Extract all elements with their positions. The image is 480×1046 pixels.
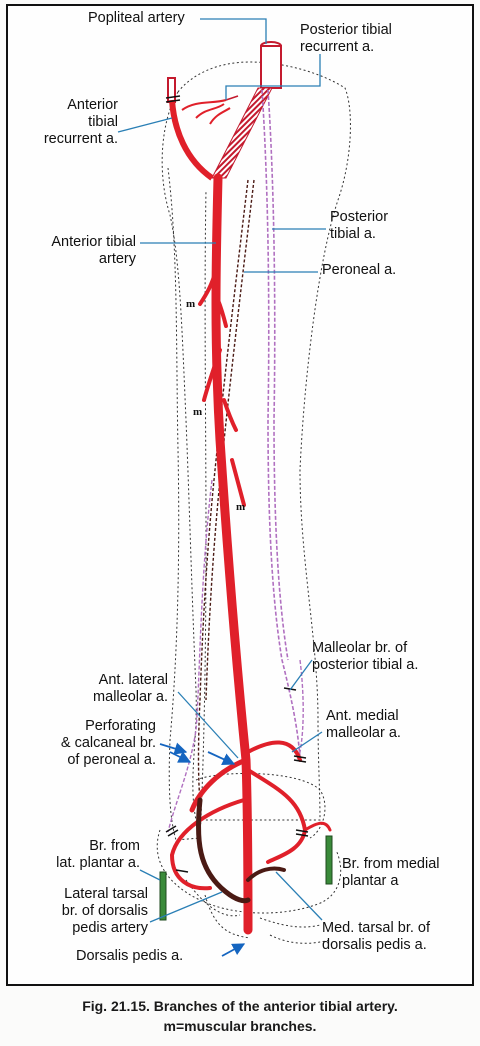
label-dorsalis-pedis: Dorsalis pedis a. xyxy=(76,948,183,965)
label-br-lateral-plantar: Br. from lat. plantar a. xyxy=(14,838,140,872)
label-anterior-tibial-recurrent: Anterior tibial recurrent a. xyxy=(14,97,118,148)
label-br-medial-plantar: Br. from medial plantar a xyxy=(342,856,440,890)
pointer-ant-med-mall xyxy=(292,732,322,752)
label-posterior-tibial: Posterior tibial a. xyxy=(330,209,388,243)
posterior-tibial-vessel xyxy=(262,90,300,758)
label-lateral-tarsal: Lateral tarsal br. of dorsalis pedis art… xyxy=(14,886,148,937)
medial-loop xyxy=(248,770,305,862)
bone-outlines xyxy=(157,62,350,943)
pointer-ant-lat-mall xyxy=(178,692,238,758)
label-medial-tarsal: Med. tarsal br. of dorsalis pedis a. xyxy=(322,920,430,954)
fibula-outline xyxy=(168,168,206,840)
label-anterior-tibial-artery: Anterior tibial artery xyxy=(18,234,136,268)
pointer-ant-tib-rec xyxy=(118,118,172,132)
muscular-branch-marker: m xyxy=(236,501,245,513)
arrow-perforating-1 xyxy=(160,744,186,752)
pointer-med-tarsal xyxy=(276,872,322,920)
label-ant-medial-malleolar: Ant. medial malleolar a. xyxy=(326,708,401,742)
label-peroneal: Peroneal a. xyxy=(322,262,396,279)
caption-line-2: m=muscular branches. xyxy=(0,1016,480,1036)
pointer-br-lat-plantar xyxy=(140,870,160,880)
label-ant-lateral-malleolar: Ant. lateral malleolar a. xyxy=(40,672,168,706)
pointer-popliteal xyxy=(200,19,266,44)
label-popliteal-artery: Popliteal artery xyxy=(88,10,185,27)
medial-plantar-branch xyxy=(305,823,330,830)
muscular-branch-marker: m xyxy=(193,406,202,418)
label-posterior-tibial-recurrent: Posterior tibial recurrent a. xyxy=(300,22,392,56)
figure-caption: Fig. 21.15. Branches of the anterior tib… xyxy=(0,996,480,1036)
arrow-dorsalis xyxy=(222,944,244,956)
popliteal-stump xyxy=(261,46,281,88)
muscular-branch-marker: m xyxy=(186,298,195,310)
arrow-perforating-2 xyxy=(170,752,190,762)
anterior-tibial-artery-main xyxy=(216,178,248,930)
label-malleolar-branch-posterior-tibial: Malleolar br. of posterior tibial a. xyxy=(312,640,418,674)
arrow-ant-lat xyxy=(208,752,234,764)
pointer-malleolar-post xyxy=(290,660,312,690)
label-perforating-calcaneal: Perforating & calcaneal br. of peroneal … xyxy=(10,718,156,769)
caption-line-1: Fig. 21.15. Branches of the anterior tib… xyxy=(0,996,480,1016)
